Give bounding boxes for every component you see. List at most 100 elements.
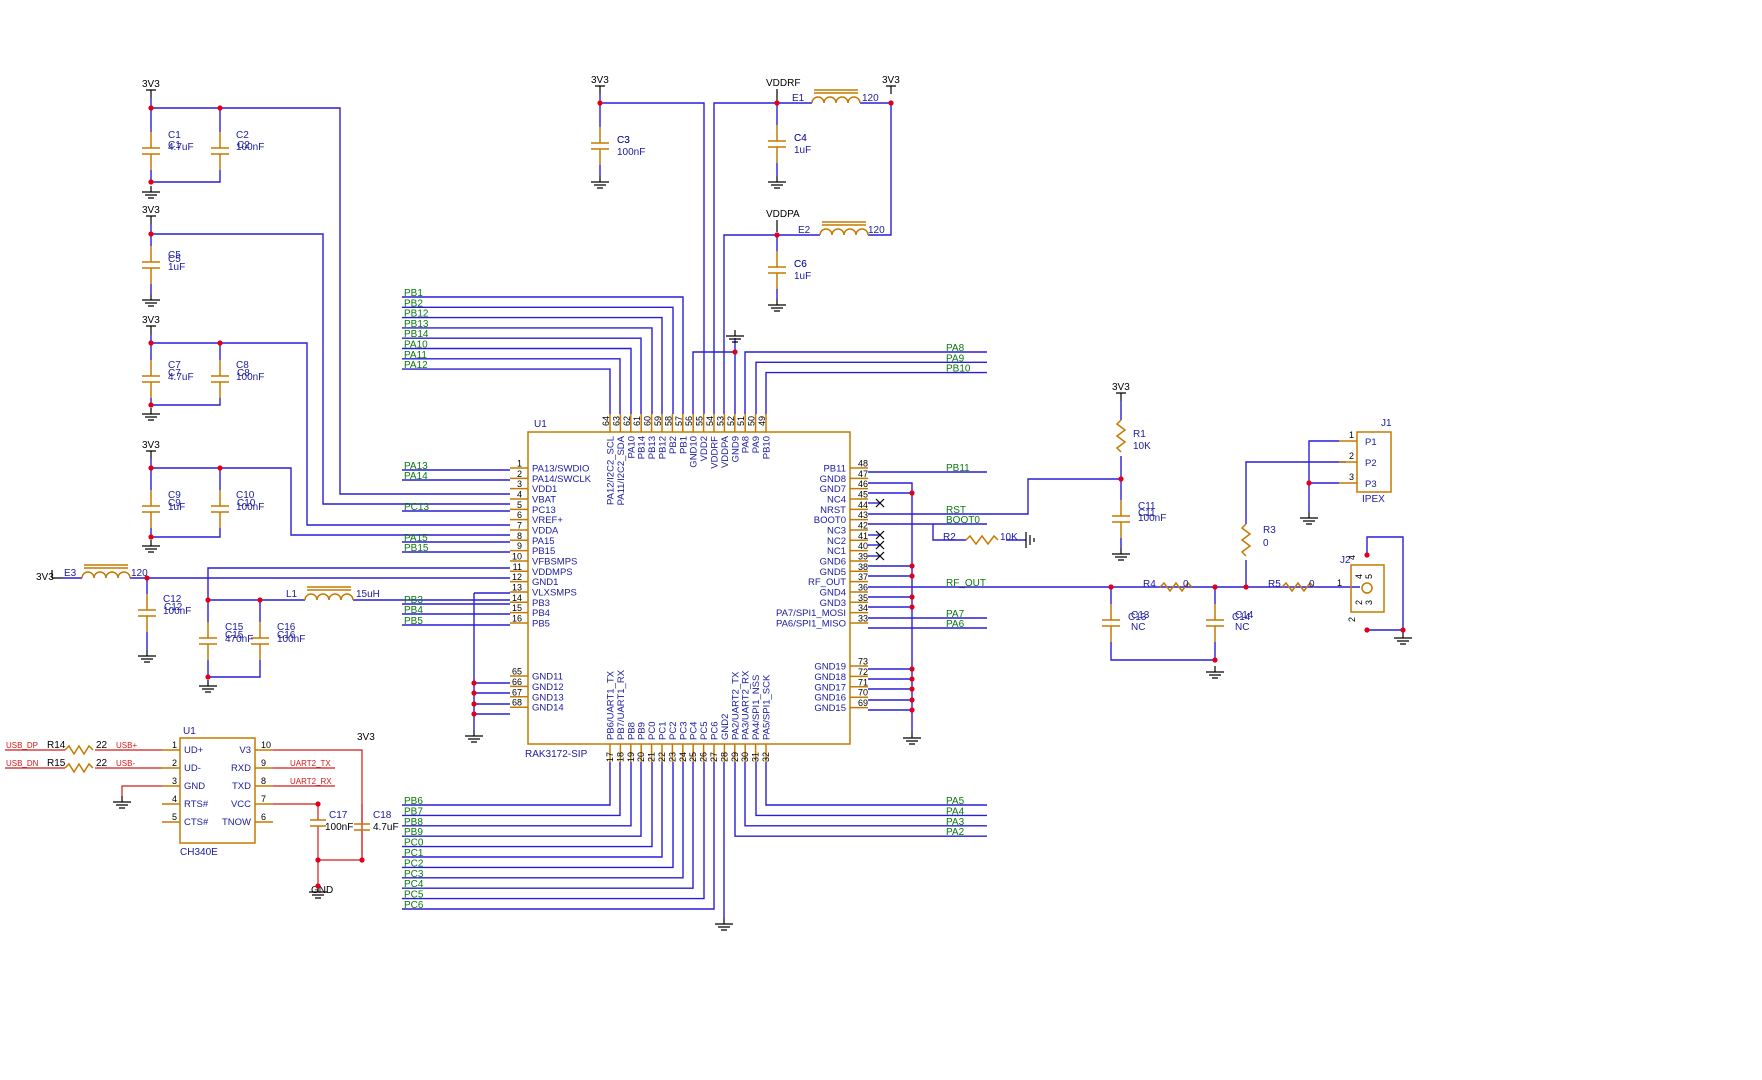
pin-name: PA12/I2C2_SCL [606, 436, 617, 505]
pin-name: P2 [1365, 458, 1377, 469]
cap-ref: C7 [168, 360, 181, 371]
inductor-ref: E2 [798, 225, 811, 236]
pin-number: 61 [632, 416, 642, 426]
pin-number: 65 [512, 667, 522, 677]
ground-symbol [591, 176, 609, 189]
no-connect-mark [875, 540, 885, 550]
cap-value: 1uF [794, 271, 811, 282]
cap-ref: C9 [168, 490, 181, 501]
pin-name: GND9 [730, 436, 741, 462]
pin-name: GND2 [720, 714, 731, 740]
resistor-value: 22 [96, 740, 108, 751]
junction-dot [909, 563, 915, 569]
pin-number: 3 [1364, 600, 1374, 605]
pin-name: PC4 [689, 722, 700, 740]
junction-dot [315, 857, 321, 863]
junction-dot [909, 604, 915, 610]
junction-dot [257, 597, 263, 603]
pin-name: VDDPA [720, 435, 731, 468]
cap-value: 100nF [236, 502, 264, 513]
ground-symbol [142, 540, 160, 553]
pin-name: PC5 [699, 722, 710, 740]
resistor-R14 [64, 744, 94, 756]
wire [402, 762, 684, 879]
pin-number: 8 [261, 776, 266, 786]
inductor-ref: L1 [286, 589, 298, 600]
junction-dot [217, 340, 223, 346]
wire [932, 524, 966, 541]
cap-ref: C2 [236, 130, 249, 141]
pin-number: 1 [1337, 578, 1342, 588]
pin-name: PA3/UART2_RX [741, 670, 752, 740]
wire [150, 398, 221, 406]
cap-value: 470nF [225, 634, 253, 645]
net-label-PB8: PB8 [404, 817, 423, 828]
pin-name: PC3 [678, 722, 689, 740]
ground-symbol [768, 299, 786, 312]
pin-number: 70 [858, 688, 868, 698]
cap-ref: C15 [225, 630, 244, 641]
u1-body [527, 431, 851, 745]
power-label: VDDPA [766, 209, 800, 220]
pin-name: P1 [1365, 437, 1377, 448]
net-label-PB3: PB3 [404, 595, 423, 606]
net-label-PA10: PA10 [404, 340, 428, 351]
cap-ref: C4 [794, 133, 807, 144]
cap-ref: C12 [164, 602, 183, 613]
pin-number: 69 [858, 698, 868, 708]
pin-number: 38 [858, 562, 868, 572]
wire [402, 327, 653, 414]
pin-name: GND13 [532, 692, 564, 703]
capacitor-C2 [211, 132, 229, 170]
power-label: 3V3 [142, 315, 160, 326]
pin-name: PB10 [762, 436, 773, 459]
wire [734, 762, 987, 837]
pin-number: 1 [517, 459, 522, 469]
wire [402, 762, 642, 837]
pin-number: 1 [172, 740, 177, 750]
wire [402, 762, 663, 858]
cap-ref: C15 [225, 622, 244, 633]
wire [402, 762, 705, 900]
pin-name: PB13 [647, 436, 658, 459]
wire [402, 762, 632, 827]
ground-symbol [142, 294, 160, 307]
pin-number: 8 [517, 531, 522, 541]
pin-number: 10 [512, 551, 522, 561]
pin-name: PA13/SWDIO [532, 464, 589, 475]
net-label-PA9: PA9 [946, 353, 965, 364]
cap-value: 100nF [1138, 513, 1166, 524]
power-label: 3V3 [142, 205, 160, 216]
resistor-ref: R2 [943, 532, 956, 543]
pin-name: NC4 [827, 494, 846, 505]
cap-value: 100nF [236, 372, 264, 383]
pin-name: GND4 [820, 587, 846, 598]
resistor-R5 [1281, 581, 1315, 593]
pin-number: 55 [695, 416, 705, 426]
wire [744, 351, 987, 414]
pin-number: 35 [858, 593, 868, 603]
resistor-R4 [1159, 581, 1193, 593]
pin-number: 60 [643, 416, 653, 426]
wire [755, 361, 987, 414]
pin-name: GND10 [689, 436, 700, 468]
power-label: 3V3 [357, 732, 375, 743]
capacitor-C3 [591, 127, 609, 165]
capacitor-C15 [199, 622, 217, 660]
power-port [146, 325, 156, 334]
net-label-PA14: PA14 [404, 471, 428, 482]
pin-number: 22 [657, 752, 667, 762]
pin-number: 5 [172, 812, 177, 822]
net-label-PA4: PA4 [946, 806, 965, 817]
net-label-RF_OUT: RF_OUT [946, 578, 986, 589]
pin-name: P3 [1365, 479, 1377, 490]
junction-dot [471, 711, 477, 717]
cap-ref: C6 [794, 259, 807, 270]
pin-name: PB1 [678, 436, 689, 454]
inductor-value: 120 [131, 568, 148, 579]
cap-ref: C14 [1232, 612, 1251, 623]
pin-name: NC3 [827, 525, 846, 536]
cap-ref: C2 [237, 140, 250, 151]
cap-ref: C11 [1138, 508, 1156, 519]
pin-name: PB2 [668, 436, 679, 454]
